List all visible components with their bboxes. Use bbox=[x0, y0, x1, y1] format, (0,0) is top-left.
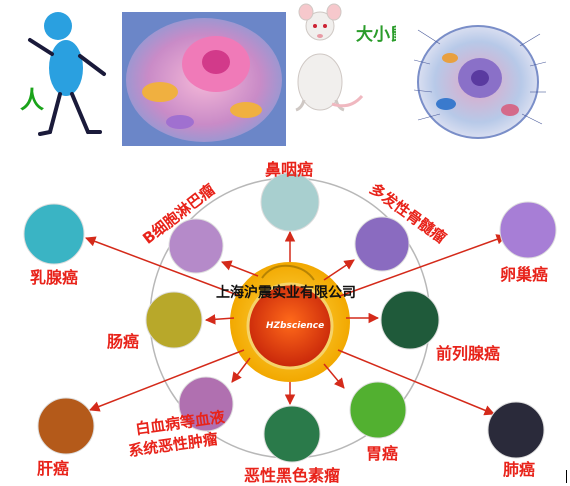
cell-image-breast bbox=[23, 203, 85, 265]
cell-image-gastric bbox=[349, 381, 407, 439]
label-gastric: 胃癌 bbox=[366, 444, 399, 463]
center-badge bbox=[230, 262, 350, 382]
cell-image-nasopharyngeal bbox=[260, 172, 320, 232]
human-label: 人 bbox=[20, 86, 44, 114]
label-nasopharyngeal: 鼻咽癌 bbox=[265, 160, 314, 179]
label-breast: 乳腺癌 bbox=[30, 268, 79, 287]
center-logo-text: HZbscience bbox=[266, 321, 325, 331]
rat-illustration bbox=[295, 3, 364, 112]
label-liver: 肝癌 bbox=[37, 459, 70, 478]
label-ovarian: 卵巢癌 bbox=[500, 265, 549, 284]
cell-image-lung bbox=[487, 401, 545, 459]
label-prostate: 前列腺癌 bbox=[436, 344, 501, 363]
rat-label: 大小鼠 bbox=[356, 24, 407, 45]
company-name: 上海沪震实业有限公司 bbox=[216, 285, 356, 301]
cell-image-melanoma bbox=[263, 405, 321, 463]
human-figure bbox=[28, 12, 106, 136]
arrows bbox=[85, 230, 507, 416]
label-intestinal: 肠癌 bbox=[107, 332, 140, 351]
cell-diagram-labeled bbox=[396, 14, 562, 146]
cell-image-intestinal bbox=[145, 291, 203, 349]
cell-image-leukemia bbox=[178, 376, 234, 432]
cell-image-b-lymphoma bbox=[168, 218, 224, 274]
cell-image-prostate bbox=[380, 290, 440, 350]
cell-image-ovarian bbox=[499, 201, 557, 259]
cell-image-liver bbox=[37, 397, 95, 455]
label-lung: 肺癌 bbox=[503, 460, 536, 479]
cancer-cell-images bbox=[23, 172, 557, 463]
label-melanoma: 恶性黑色素瘤 bbox=[244, 466, 341, 485]
cell-illustration-pink bbox=[122, 12, 286, 146]
cell-image-multiple-myeloma bbox=[354, 216, 410, 272]
text-cursor bbox=[566, 470, 567, 483]
